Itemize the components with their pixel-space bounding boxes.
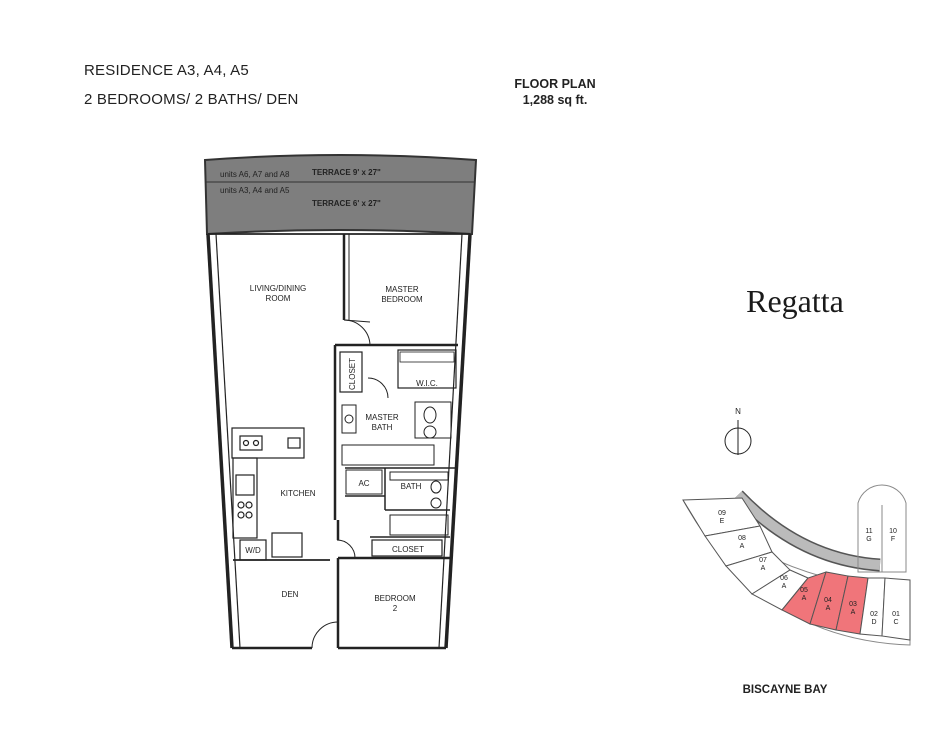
living-room-label-2: ROOM xyxy=(266,294,291,303)
key-plan-unit-01 xyxy=(881,577,911,641)
terrace-upper-size: TERRACE 9' x 27" xyxy=(312,168,381,177)
key-plan-unit-08-type: A xyxy=(740,543,745,550)
key-plan-unit-06-number: 06 xyxy=(780,575,788,582)
residence-layout: 2 BEDROOMS/ 2 BATHS/ DEN xyxy=(84,91,299,108)
ac-closet xyxy=(345,469,383,495)
closet-vertical: CLOSET xyxy=(339,351,363,393)
living-room-label-1: LIVING/DINING xyxy=(250,284,306,293)
exterior-walls xyxy=(206,233,472,650)
floor-plan-title: FLOOR PLAN xyxy=(514,77,596,91)
walk-in-closet xyxy=(397,349,457,389)
key-plan-unit-03-number: 03 xyxy=(849,601,857,608)
master-bedroom-label-1: MASTER xyxy=(385,285,419,294)
key-plan-unit-07-number: 07 xyxy=(759,557,767,564)
key-plan-unit-04-type: A xyxy=(826,605,831,612)
master-bath-label-2: BATH xyxy=(372,423,393,432)
biscayne-bay-label: BISCAYNE BAY xyxy=(742,684,828,696)
key-plan-unit-09-number: 09 xyxy=(718,510,726,517)
key-plan-unit-01-number: 01 xyxy=(892,611,900,618)
key-plan-unit-04-number: 04 xyxy=(824,597,832,604)
master-bath-label-1: MASTER xyxy=(365,413,399,422)
key-plan-unit-08-number: 08 xyxy=(738,535,746,542)
wic-label: W.I.C. xyxy=(416,379,438,388)
kitchen-label: KITCHEN xyxy=(280,489,315,498)
ac-label: AC xyxy=(358,479,369,488)
closet-label: CLOSET xyxy=(392,545,424,554)
closet-vertical-label: CLOSET xyxy=(348,358,357,390)
key-plan-unit-02-type: D xyxy=(871,619,876,626)
bath-fixtures xyxy=(389,471,449,536)
key-plan-unit-05-number: 05 xyxy=(800,587,808,594)
bedroom2-label-1: BEDROOM xyxy=(374,594,416,603)
key-plan-unit-06-type: A xyxy=(782,583,787,590)
den-label: DEN xyxy=(282,590,299,599)
key-plan-unit-01-type: C xyxy=(893,619,898,626)
key-plan-unit-03-type: A xyxy=(851,609,856,616)
residence-title: RESIDENCE A3, A4, A5 xyxy=(84,62,249,79)
wd-label: W/D xyxy=(245,546,261,555)
compass-label: N xyxy=(735,407,741,416)
door-swings xyxy=(311,319,389,649)
north-compass-icon: N xyxy=(724,407,752,455)
terrace-upper-units: units A6, A7 and A8 xyxy=(220,170,290,179)
key-plan-unit-02-number: 02 xyxy=(870,611,878,618)
closet-horizontal xyxy=(371,539,443,557)
brand-name: Regatta xyxy=(746,283,844,319)
terrace-lower-size: TERRACE 6' x 27" xyxy=(312,199,381,208)
room-labels: LIVING/DINING ROOM MASTER BEDROOM W.I.C.… xyxy=(245,284,438,613)
key-plan-unit-11-number: 11 xyxy=(865,528,872,535)
floor-plan-area: 1,288 sq ft. xyxy=(522,93,588,107)
kitchen-counters xyxy=(231,427,305,561)
master-bedroom-label-2: BEDROOM xyxy=(381,295,423,304)
terrace-lower-units: units A3, A4 and A5 xyxy=(220,186,290,195)
bath-label: BATH xyxy=(401,482,422,491)
key-plan-unit-07-type: A xyxy=(761,565,766,572)
terrace: units A6, A7 and A8 TERRACE 9' x 27" uni… xyxy=(203,154,478,236)
key-plan-unit-09-type: E xyxy=(720,518,725,525)
interior-walls xyxy=(233,234,458,648)
bedroom2-label-2: 2 xyxy=(393,604,398,613)
key-plan-unit-11-type: G xyxy=(866,536,871,543)
key-plan-unit-10-type: F xyxy=(891,536,895,543)
key-plan-unit-05-type: A xyxy=(802,595,807,602)
master-bath-fixtures xyxy=(341,401,452,466)
key-plan-unit-10-number: 10 xyxy=(889,528,897,535)
